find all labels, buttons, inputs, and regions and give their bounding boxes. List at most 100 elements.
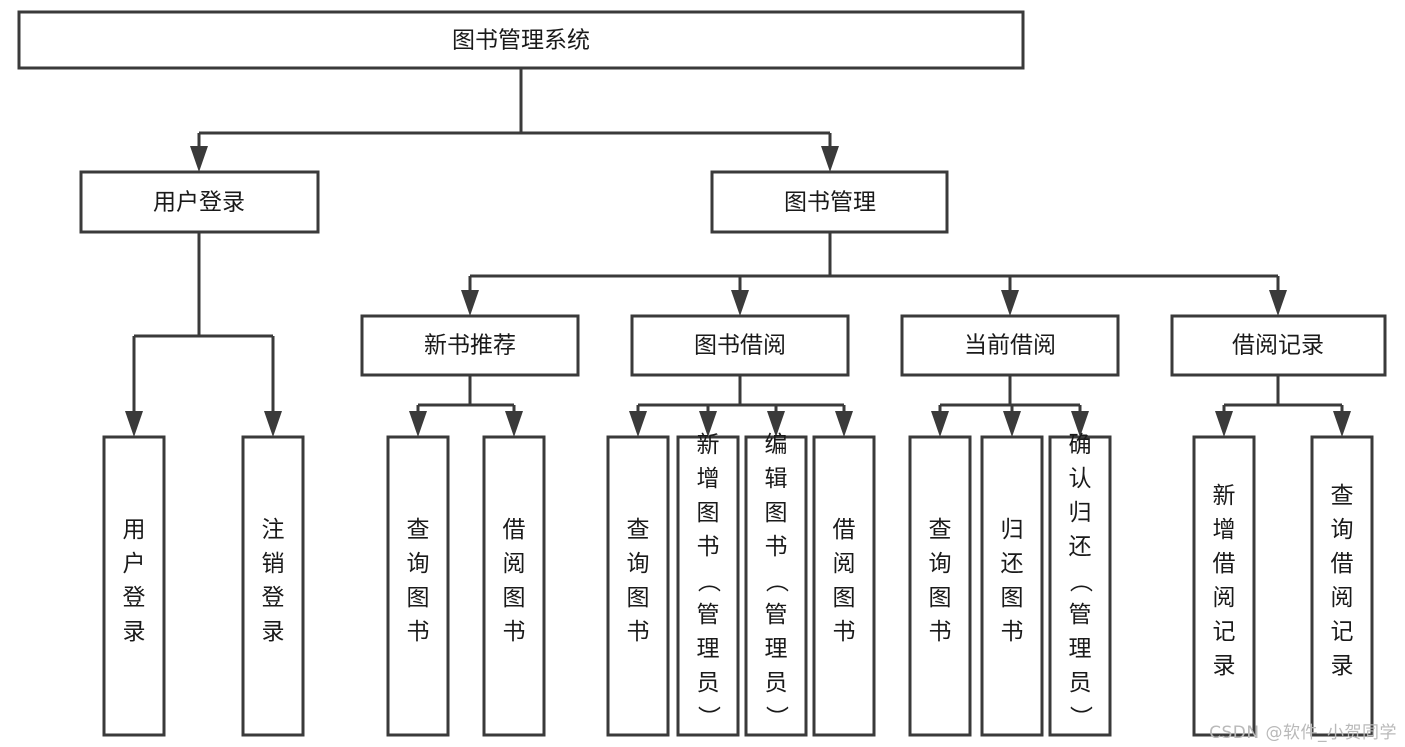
svg-text:书: 书: [1001, 619, 1024, 645]
arrow-head-leaf-user-login: [125, 411, 143, 437]
svg-text:借: 借: [1213, 551, 1236, 577]
svg-text:管: 管: [1069, 602, 1092, 628]
svg-text:还: 还: [1069, 534, 1092, 560]
svg-text:查: 查: [407, 517, 430, 543]
svg-text:询: 询: [1331, 517, 1354, 543]
svg-text:员: 员: [697, 670, 720, 696]
svg-text:登: 登: [262, 585, 285, 611]
leaf-query-record-box[interactable]: [1310, 435, 1374, 737]
node-borrow-record-box[interactable]: [1170, 314, 1387, 377]
svg-text:图: 图: [503, 585, 526, 611]
arrow-head-book-manage: [821, 146, 839, 172]
svg-text:书: 书: [503, 619, 526, 645]
leaf-logout-box[interactable]: [241, 435, 305, 737]
node-book-manage-box[interactable]: [710, 170, 949, 234]
leaf-borrow-book-box[interactable]: [812, 435, 876, 737]
arrow-head-borrow-record: [1269, 290, 1287, 316]
leaf-query-book-rec-box[interactable]: [386, 435, 450, 737]
node-current-borrow-box[interactable]: [900, 314, 1120, 377]
leaf-user-login[interactable]: 用户登录: [102, 435, 166, 737]
svg-text:新: 新: [1213, 483, 1236, 509]
leaf-add-book-box[interactable]: [676, 435, 740, 737]
arrow-head-leaf-query-book-rec: [409, 411, 427, 437]
arrow-head-leaf-confirm-return: [1071, 411, 1089, 437]
leaf-confirm-return-box[interactable]: [1048, 435, 1112, 737]
node-new-book-rec-box[interactable]: [360, 314, 580, 377]
leaf-borrow-book-rec-box[interactable]: [482, 435, 546, 737]
node-root[interactable]: 图书管理系统: [17, 10, 1025, 70]
svg-text:员: 员: [765, 670, 788, 696]
svg-text:图: 图: [697, 500, 720, 526]
svg-text:）: ）: [695, 706, 721, 729]
svg-text:（: （: [695, 570, 721, 593]
connector-layer: [125, 68, 1351, 437]
svg-text:归: 归: [1001, 517, 1024, 543]
node-user-login[interactable]: 用户登录: [79, 170, 320, 234]
node-user-login-box[interactable]: [79, 170, 320, 234]
node-borrow-record[interactable]: 借阅记录: [1170, 314, 1387, 377]
node-book-borrow-box[interactable]: [630, 314, 850, 377]
node-new-book-rec[interactable]: 新书推荐: [360, 314, 580, 377]
svg-text:确: 确: [1069, 432, 1092, 458]
svg-text:）: ）: [1067, 706, 1093, 729]
leaf-user-login-label: 用户登录: [123, 517, 146, 645]
svg-text:记: 记: [1213, 619, 1236, 645]
arrow-head-leaf-borrow-book-rec: [505, 411, 523, 437]
arrow-head-leaf-edit-book: [767, 411, 785, 437]
svg-text:理: 理: [1069, 636, 1092, 662]
leaf-query-book-cur-box[interactable]: [908, 435, 972, 737]
leaf-return-book-box[interactable]: [980, 435, 1044, 737]
leaf-add-record-box[interactable]: [1192, 435, 1256, 737]
svg-text:注: 注: [262, 517, 285, 543]
svg-text:查: 查: [627, 517, 650, 543]
svg-text:理: 理: [697, 636, 720, 662]
leaf-edit-book-box[interactable]: [744, 435, 808, 737]
svg-text:编: 编: [765, 432, 788, 458]
svg-text:阅: 阅: [833, 551, 856, 577]
svg-text:查: 查: [1331, 483, 1354, 509]
svg-text:认: 认: [1069, 466, 1092, 492]
svg-text:增: 增: [1213, 517, 1236, 543]
leaf-node-layer: 用户登录注销登录查询图书借阅图书查询图书新增图书（管理员）编辑图书（管理员）借阅…: [102, 432, 1374, 737]
node-book-borrow[interactable]: 图书借阅: [630, 314, 850, 377]
node-book-manage[interactable]: 图书管理: [710, 170, 949, 234]
svg-text:录: 录: [1213, 653, 1236, 679]
node-current-borrow[interactable]: 当前借阅: [900, 314, 1120, 377]
svg-text:录: 录: [123, 619, 146, 645]
svg-text:图: 图: [929, 585, 952, 611]
svg-text:阅: 阅: [1213, 585, 1236, 611]
svg-text:录: 录: [1331, 653, 1354, 679]
leaf-query-book-borrow-box[interactable]: [606, 435, 670, 737]
svg-text:图: 图: [765, 500, 788, 526]
svg-text:询: 询: [929, 551, 952, 577]
arrow-head-leaf-return-book: [1003, 411, 1021, 437]
svg-text:借: 借: [1331, 551, 1354, 577]
svg-text:户: 户: [123, 551, 146, 577]
svg-text:）: ）: [763, 706, 789, 729]
node-root-box[interactable]: [17, 10, 1025, 70]
arrow-head-book-borrow: [731, 290, 749, 316]
svg-text:书: 书: [697, 534, 720, 560]
leaf-user-login-box[interactable]: [102, 435, 166, 737]
arrow-head-user-login: [190, 146, 208, 172]
